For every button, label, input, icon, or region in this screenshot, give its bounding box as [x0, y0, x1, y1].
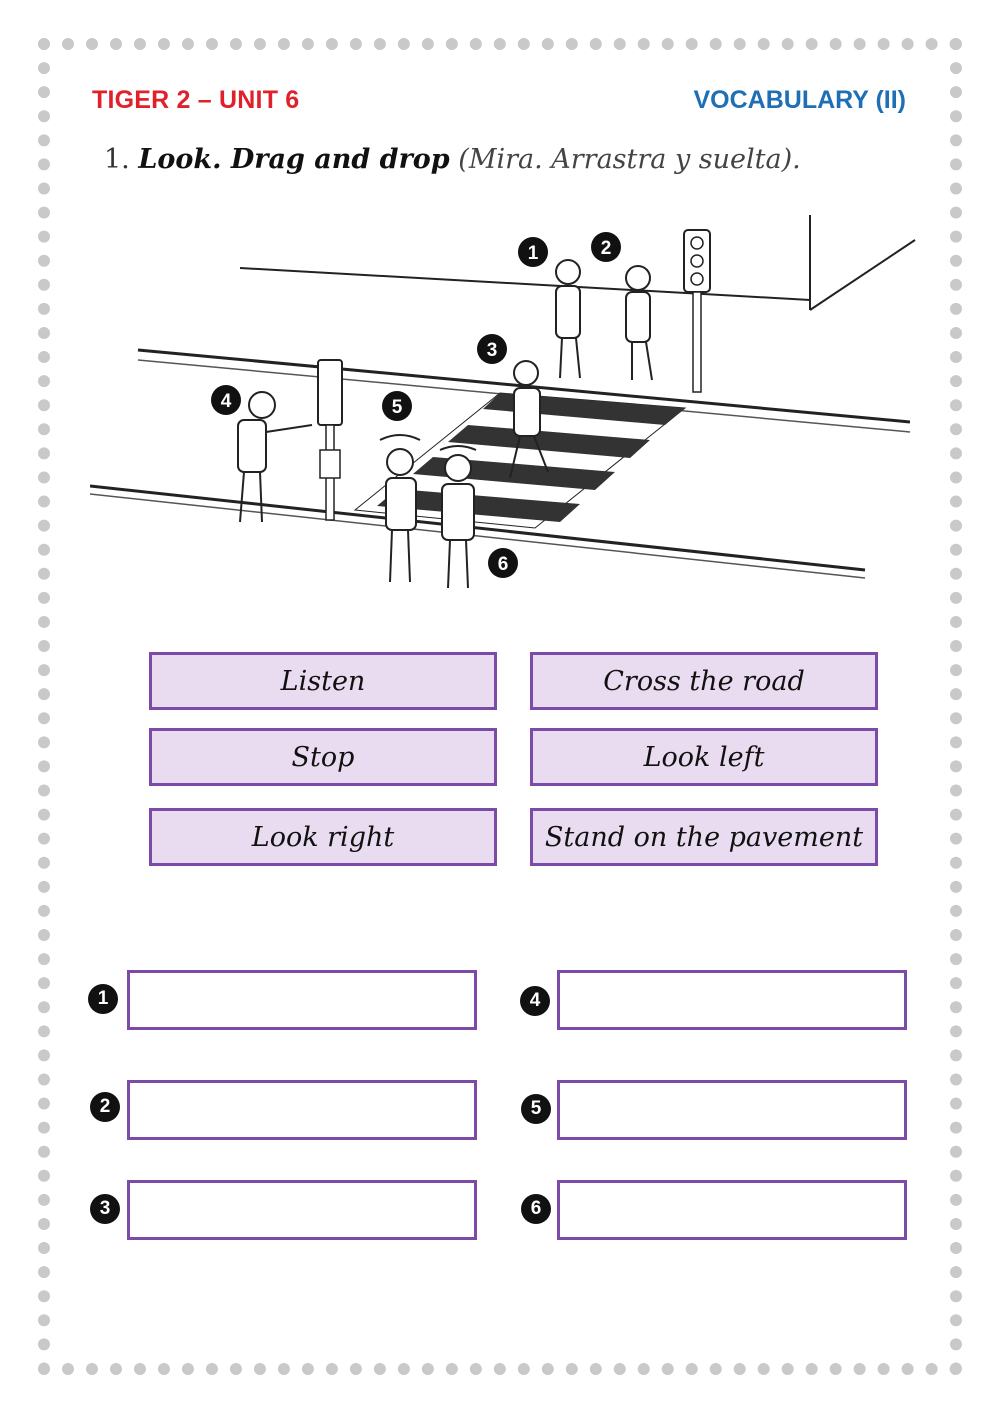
- instruction: 1. Look. Drag and drop (Mira. Arrastra y…: [104, 144, 801, 175]
- scene-marker-2: 2: [591, 232, 621, 262]
- section-title: VOCABULARY (II): [693, 86, 907, 114]
- decorative-border: [38, 38, 962, 1375]
- drop-zone-5[interactable]: [557, 1080, 907, 1140]
- drop-zone-6[interactable]: [557, 1180, 907, 1240]
- tile-listen[interactable]: Listen: [149, 652, 497, 710]
- tile-look-right[interactable]: Look right: [149, 808, 497, 866]
- scene-marker-3: 3: [477, 334, 507, 364]
- answer-number-badge: 1: [88, 984, 118, 1014]
- scene-marker-1: 1: [518, 237, 548, 267]
- scene-marker-label: 4: [221, 391, 232, 412]
- scene-marker-label: 3: [487, 340, 498, 361]
- unit-title: TIGER 2 – UNIT 6: [92, 86, 300, 114]
- drop-zone-4[interactable]: [557, 970, 907, 1030]
- instruction-text: Look. Drag and drop: [138, 144, 450, 175]
- answer-number-badge: 3: [90, 1194, 120, 1224]
- tile-look-left[interactable]: Look left: [530, 728, 878, 786]
- instruction-number: 1.: [104, 144, 130, 175]
- scene-marker-4: 4: [211, 385, 241, 415]
- scene-marker-label: 5: [392, 397, 403, 418]
- drop-zone-1[interactable]: [127, 970, 477, 1030]
- scene-marker-label: 2: [601, 238, 612, 259]
- tile-stop[interactable]: Stop: [149, 728, 497, 786]
- answer-number-badge: 5: [521, 1094, 551, 1124]
- instruction-translation: (Mira. Arrastra y suelta).: [458, 144, 801, 175]
- answer-number-badge: 2: [90, 1092, 120, 1122]
- tile-stand-on-the-pavement[interactable]: Stand on the pavement: [530, 808, 878, 866]
- answer-number-badge: 6: [521, 1194, 551, 1224]
- drop-zone-3[interactable]: [127, 1180, 477, 1240]
- answer-number-badge: 4: [520, 986, 550, 1016]
- scene-marker-6: 6: [488, 548, 518, 578]
- scene-marker-label: 1: [528, 243, 539, 264]
- scene-marker-5: 5: [382, 391, 412, 421]
- tile-cross-the-road[interactable]: Cross the road: [530, 652, 878, 710]
- scene-marker-label: 6: [498, 554, 509, 575]
- drop-zone-2[interactable]: [127, 1080, 477, 1140]
- road-crossing-illustration: 1 2 3 4 5 6: [90, 215, 916, 589]
